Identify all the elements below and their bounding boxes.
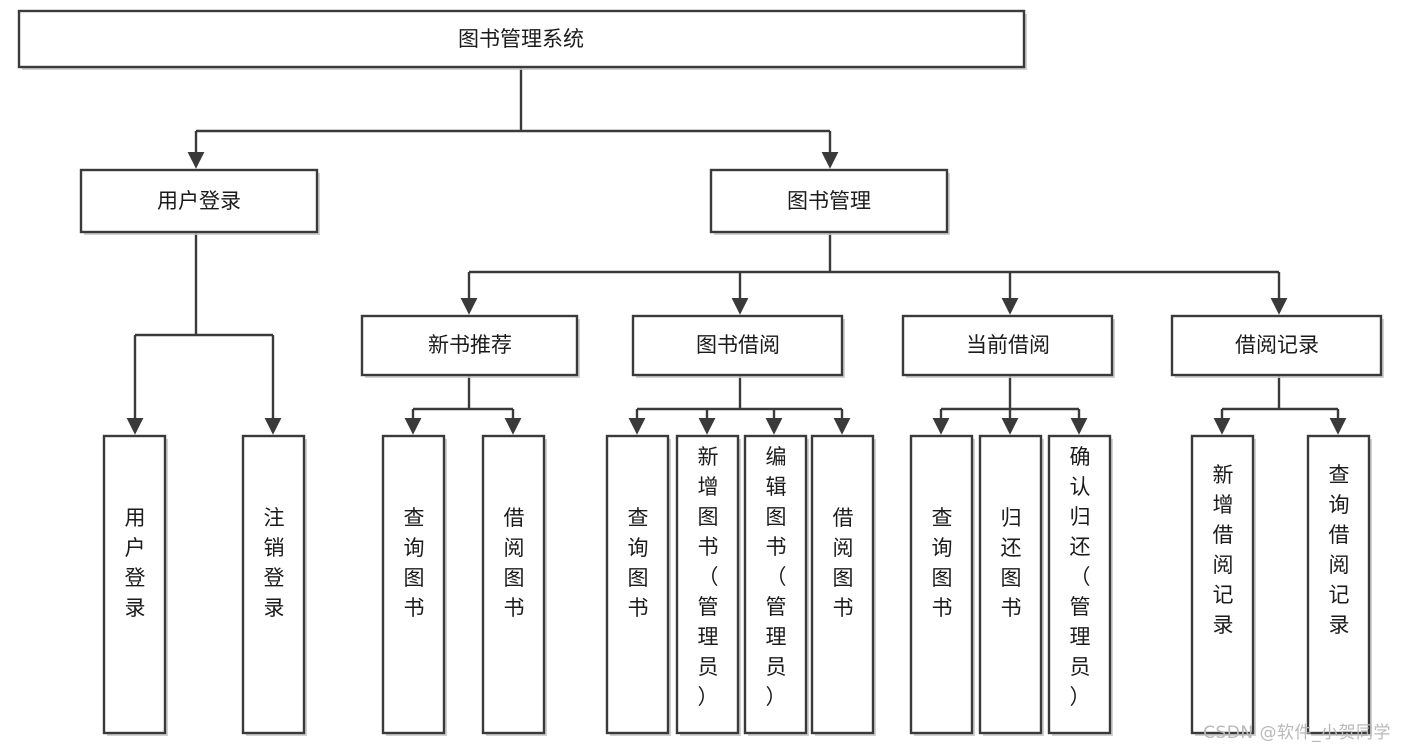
node-root[interactable]: 图书管理系统 [17,9,1027,70]
current-borrow-label: 当前借阅 [966,333,1050,357]
watermark-credit: CSDN @软件_小贺同学 [1203,723,1391,743]
node-current-borrow[interactable]: 当前借阅 [901,314,1115,378]
leaf-node-confirm-return-admin[interactable]: 确认归还（管理员） [1047,434,1113,736]
book-borrow-label: 图书借阅 [696,333,780,357]
leaf-node-edit-book-admin[interactable]: 编辑图书（管理员） [743,434,809,736]
leaf-add-borrow-record-box [1190,434,1255,735]
leaf-query-book-current-box [909,434,974,735]
new-book-recommend-box [360,314,579,377]
book-management-label: 图书管理 [787,189,871,213]
borrow-records-box [1170,314,1383,377]
current-borrow-box [901,314,1114,377]
node-new-book-recommend[interactable]: 新书推荐 [360,314,580,378]
leaf-borrow-book-new-box [481,434,546,735]
leaf-add-book-admin-box [675,434,740,735]
leaf-query-book-new-box [381,434,446,735]
leaf-node-query-book-current[interactable]: 查询图书 [909,434,975,736]
leaf-query-book-current-label: 查询图书 [932,506,953,620]
leaf-edit-book-admin-box [743,434,808,735]
leaf-nodes-layer: 用户登录 注销登录 查询图书 借阅图书 查询图书 [102,434,1372,736]
leaf-query-book-new-label: 查询图书 [404,506,425,620]
leaf-node-query-borrow-record[interactable]: 查询借阅记录 [1306,434,1372,736]
node-borrow-records[interactable]: 借阅记录 [1170,314,1384,378]
leaf-query-book-borrow-label: 查询图书 [628,506,649,620]
leaf-edit-book-admin-label: 编辑图书（管理员） [766,445,787,709]
leaf-confirm-return-admin-box [1047,434,1112,735]
leaf-node-borrow-book-new[interactable]: 借阅图书 [481,434,547,736]
node-user-login[interactable]: 用户登录 [79,168,320,235]
leaf-add-borrow-record-label: 新增借阅记录 [1213,463,1234,637]
leaf-query-borrow-record-label: 查询借阅记录 [1329,463,1350,637]
node-book-borrow[interactable]: 图书借阅 [631,314,845,378]
leaf-query-book-borrow-box [605,434,670,735]
leaf-logout-box [241,434,306,735]
leaf-node-user-login[interactable]: 用户登录 [102,434,168,736]
leaf-return-book-box [978,434,1043,735]
leaf-borrow-book-new-label: 借阅图书 [504,506,525,620]
root-label: 图书管理系统 [458,27,584,51]
edges-layer [126,67,1347,435]
leaf-return-book-label: 归还图书 [1001,506,1022,620]
leaf-node-query-book-new[interactable]: 查询图书 [381,434,447,736]
leaf-node-query-book-borrow[interactable]: 查询图书 [605,434,671,736]
leaf-node-add-book-admin[interactable]: 新增图书（管理员） [675,434,741,736]
leaf-add-book-admin-label: 新增图书（管理员） [698,445,719,709]
user-login-label: 用户登录 [157,189,241,213]
new-book-recommend-label: 新书推荐 [428,333,512,357]
leaf-node-borrow-book[interactable]: 借阅图书 [810,434,876,736]
leaf-borrow-book-box [810,434,875,735]
leaf-user-login-label: 用户登录 [125,506,146,620]
book-management-box [709,168,949,234]
book-borrow-box [631,314,844,377]
leaf-node-add-borrow-record[interactable]: 新增借阅记录 [1190,434,1256,736]
leaf-logout-label: 注销登录 [264,506,285,620]
leaf-borrow-book-label: 借阅图书 [833,506,854,620]
leaf-node-return-book[interactable]: 归还图书 [978,434,1044,736]
node-book-management[interactable]: 图书管理 [709,168,950,235]
leaf-confirm-return-admin-label: 确认归还（管理员） [1070,445,1091,709]
leaf-node-logout[interactable]: 注销登录 [241,434,307,736]
leaf-user-login-box [102,434,167,735]
leaf-query-borrow-record-box [1306,434,1371,735]
user-login-box [79,168,319,234]
borrow-records-label: 借阅记录 [1235,333,1319,357]
root-box [17,9,1026,69]
